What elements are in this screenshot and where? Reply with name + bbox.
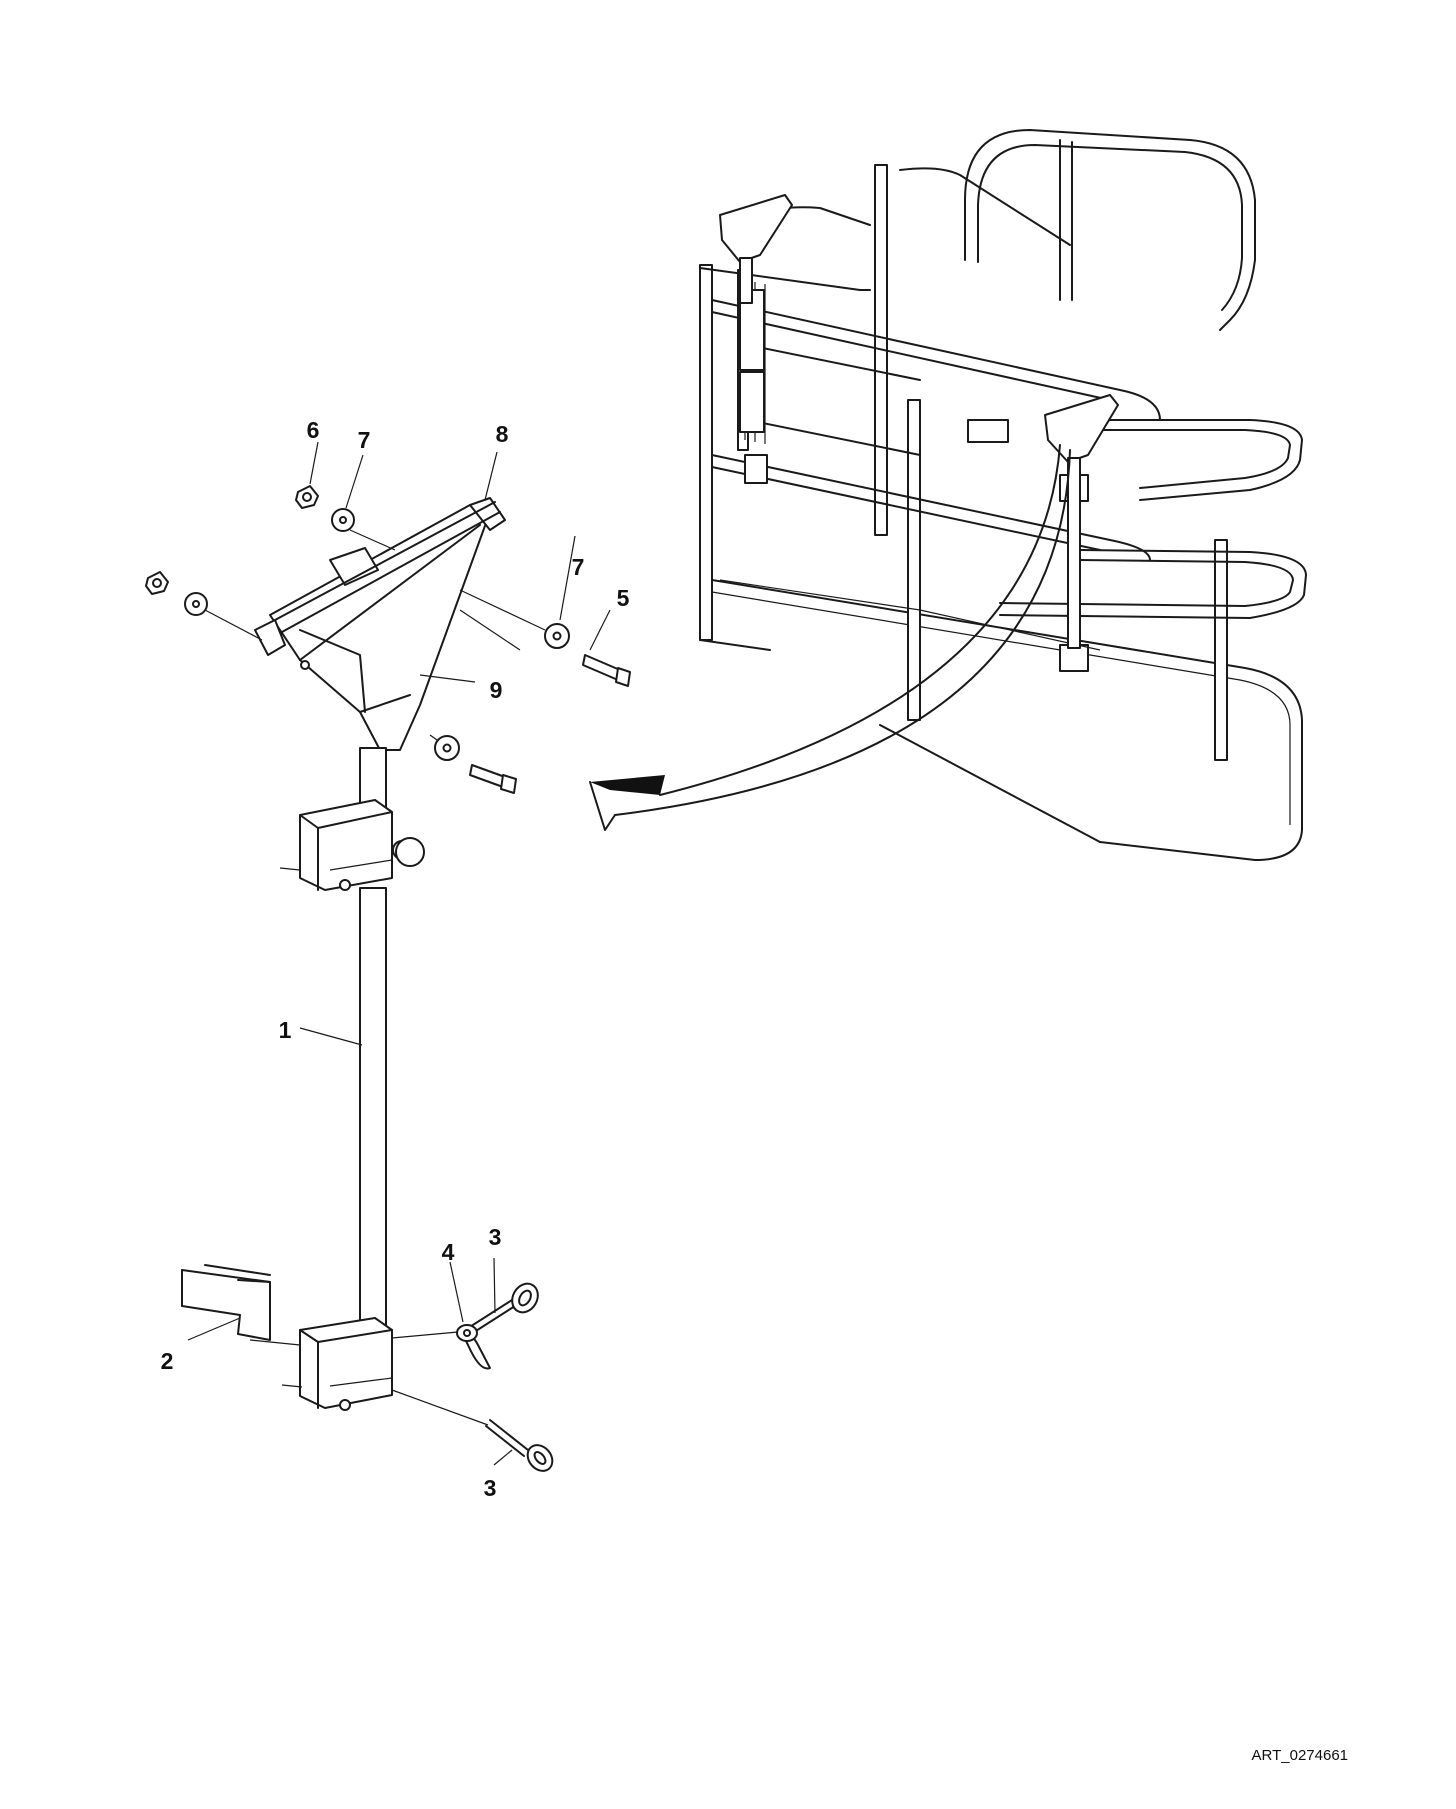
basket-pedestal-right: [1044, 394, 1119, 649]
detail-arrow: [589, 444, 1071, 831]
pin-upper: [461, 1282, 539, 1370]
main-tube: [359, 887, 387, 1329]
callout-2: 2: [161, 1348, 174, 1374]
callout-7-right: 7: [572, 554, 585, 580]
nut-left: [145, 571, 169, 595]
lower-clamp-block: [281, 1317, 393, 1411]
upper-clamp-block: [279, 799, 425, 891]
nut-top: [295, 485, 319, 509]
callout-4: 4: [442, 1239, 455, 1265]
pin-lower: [485, 1419, 554, 1472]
callout-7-top: 7: [358, 427, 371, 453]
ring: [456, 1324, 478, 1342]
bolt-lower: [469, 764, 517, 794]
callout-5: 5: [617, 585, 630, 611]
callout-3-upper: 3: [489, 1224, 502, 1250]
callout-1: 1: [279, 1017, 292, 1043]
callout-3-lower: 3: [484, 1475, 497, 1501]
callout-9: 9: [490, 677, 503, 703]
pedestal-assembly: [181, 497, 506, 1411]
washer-right: [544, 623, 570, 649]
v-bracket-head: [254, 497, 506, 751]
art-code: ART_0274661: [1252, 1747, 1348, 1764]
assembly-lines: [204, 529, 546, 1426]
bolt-upper: [582, 654, 631, 687]
basket-pedestal-left: [719, 194, 793, 304]
washer-top: [331, 508, 355, 532]
washer-left: [184, 592, 208, 616]
callout-6: 6: [307, 417, 320, 443]
callout-leaders: [187, 441, 611, 1466]
pad: [181, 1264, 301, 1346]
washer-lower: [434, 735, 460, 761]
callout-8: 8: [496, 421, 509, 447]
platform-basket: [699, 129, 1307, 861]
